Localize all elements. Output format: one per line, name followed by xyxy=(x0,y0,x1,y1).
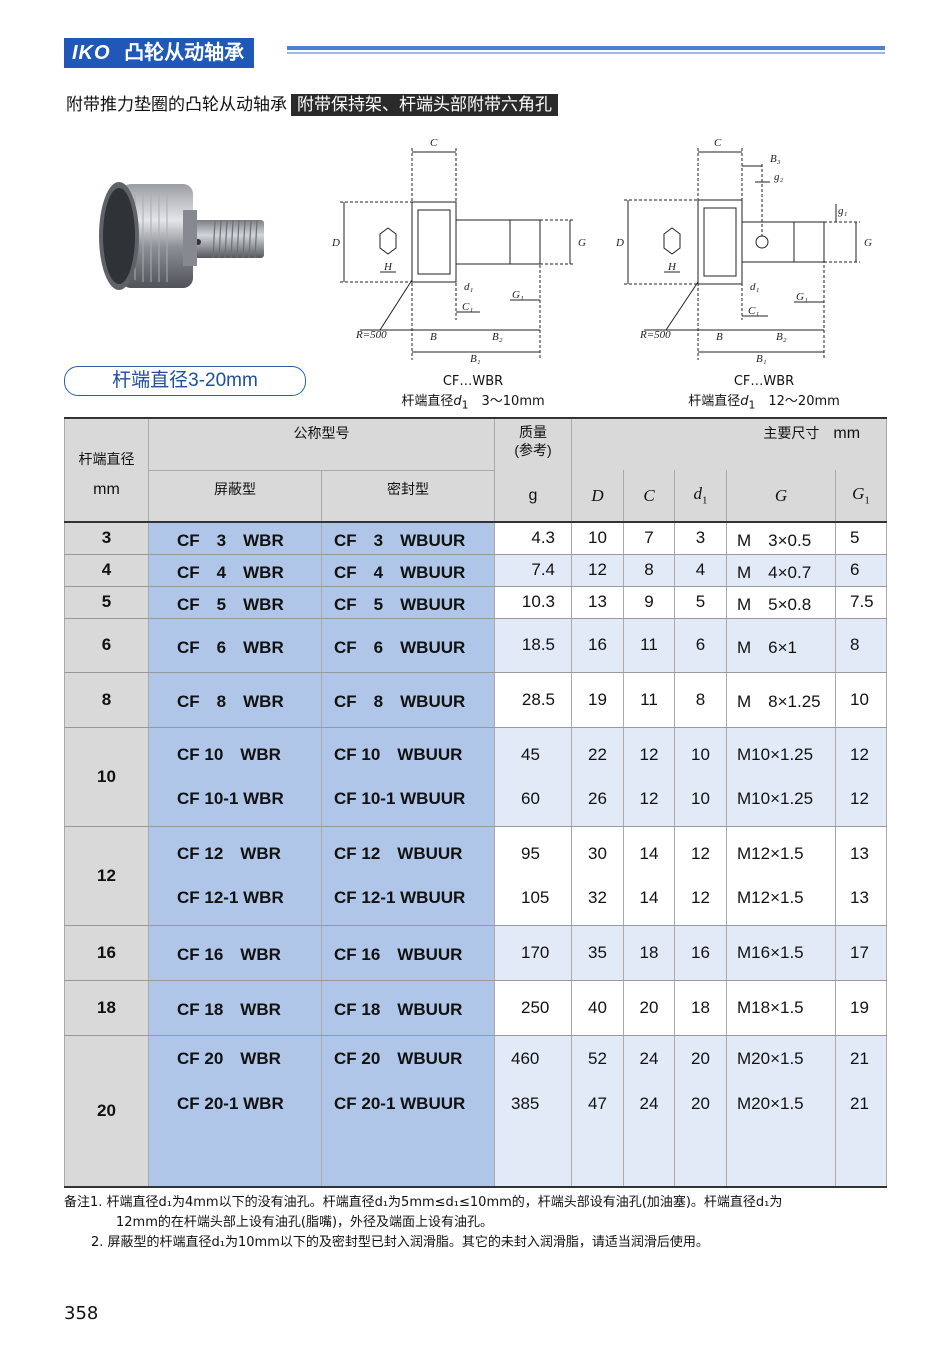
label-g1: G₁ xyxy=(512,289,524,301)
note-1: 备注1. 杆端直径d₁为4mm以下的没有油孔。杆端直径d₁为5mm≤d₁≤10m… xyxy=(64,1195,783,1210)
table-row: 5 CF 5 WBR CF 5 WBUUR 10.3 13 9 5 M 5×0.… xyxy=(64,586,888,619)
col-head-C: C xyxy=(623,470,675,523)
iko-logo: IKO xyxy=(72,42,111,64)
drawing-cf-wbr-small: C D H d₁ C₁ G₁ G R=500 B B₂ B₁ xyxy=(331,137,586,365)
caption-model: CF…WBR xyxy=(733,374,795,389)
col-head-dims: 主要尺寸 mm xyxy=(570,417,888,470)
col-head-G1: G1 xyxy=(834,470,888,523)
note-1-cont: 12mm的在杆端头部上设有油孔(脂嘴)，外径及端面上设有油孔。 xyxy=(116,1215,494,1230)
col-head-shield: 屏蔽型 xyxy=(148,469,322,523)
label-d1: d₁ xyxy=(750,281,760,293)
col-head-mass: 质量(参考) g xyxy=(494,417,572,523)
caption-range: 杆端直径d1 3～10mm xyxy=(401,394,545,412)
label-b2: B₂ xyxy=(776,331,787,343)
label-r: R=500 xyxy=(639,329,671,341)
label-r: R=500 xyxy=(355,329,387,341)
label-d: D xyxy=(331,237,340,249)
col-head-D: D xyxy=(571,470,624,523)
col-head-d1: d1 xyxy=(674,470,727,523)
label-c1: C₁ xyxy=(462,301,473,313)
table-row: 18 CF 18 WBR CF 18 WBUUR 250 40 20 18 M1… xyxy=(64,980,888,1036)
brand-banner: IKO 凸轮从动轴承 xyxy=(64,38,255,68)
caption-range: 杆端直径d1 12～20mm xyxy=(688,394,840,412)
label-g1: G₁ xyxy=(796,291,808,303)
label-g: G xyxy=(864,237,872,249)
subtitle-main: 附带推力垫圈的凸轮从动轴承 xyxy=(66,95,287,115)
header-rule xyxy=(287,46,885,50)
label-h: H xyxy=(383,261,393,273)
label-g: G xyxy=(578,237,586,249)
col-head-G: G xyxy=(726,470,836,523)
label-gsmall1: g₁ xyxy=(838,205,848,217)
label-b1: B₁ xyxy=(470,353,481,365)
section-subtitle: 附带推力垫圈的凸轮从动轴承附带保持架、杆端头部附带六角孔 xyxy=(66,90,558,116)
table-row: 8 CF 8 WBR CF 8 WBUUR 28.5 19 11 8 M 8×1… xyxy=(64,672,888,728)
label-b3: B₃ xyxy=(770,153,781,165)
col-head-dia: 杆端直径 mm xyxy=(64,417,149,523)
range-label: 杆端直径3-20mm xyxy=(64,366,306,396)
table-row: 4 CF 4 WBR CF 4 WBUUR 7.4 12 8 4 M 4×0.7… xyxy=(64,554,888,587)
product-photo xyxy=(99,182,264,290)
label-c: C xyxy=(430,137,438,149)
caption-model: CF…WBR xyxy=(442,374,504,389)
col-head-seal: 密封型 xyxy=(321,469,495,523)
spec-table: 杆端直径 mm 公称型号 质量(参考) g 主要尺寸 mm 屏蔽型 密封型 D … xyxy=(64,417,888,1188)
header-rule-thin xyxy=(287,52,885,54)
label-c: C xyxy=(714,137,722,149)
label-b2: B₂ xyxy=(492,331,503,343)
label-c1: C₁ xyxy=(748,305,759,317)
table-row: 16 CF 16 WBR CF 16 WBUUR 170 35 18 16 M1… xyxy=(64,925,888,981)
table-row: 6 CF 6 WBR CF 6 WBUUR 18.5 16 11 6 M 6×1… xyxy=(64,618,888,673)
label-d1: d₁ xyxy=(464,281,474,293)
label-d: D xyxy=(615,237,624,249)
drawing-cf-wbr-large: C B₃ g₂ g₁ D H d₁ C₁ G₁ G R=500 B B₂ B₁ xyxy=(615,137,872,365)
subtitle-highlight: 附带保持架、杆端头部附带六角孔 xyxy=(291,94,558,116)
header-title: 凸轮从动轴承 xyxy=(124,42,245,64)
label-b: B xyxy=(716,331,723,343)
caption-diagram-1: CF…WBR 杆端直径d1 3～10mm xyxy=(388,372,558,416)
label-b1: B₁ xyxy=(756,353,767,365)
col-head-nominal: 公称型号 xyxy=(148,417,495,470)
label-b: B xyxy=(430,331,437,343)
table-row: 3 CF 3 WBR CF 3 WBUUR 4.3 10 7 3 M 3×0.5… xyxy=(64,522,888,555)
caption-diagram-2: CF…WBR 杆端直径d1 12～20mm xyxy=(676,372,852,416)
note-2: 2. 屏蔽型的杆端直径d₁为10mm以下的及密封型已封入润滑脂。其它的未封入润滑… xyxy=(91,1235,709,1250)
label-g2: g₂ xyxy=(774,171,784,183)
footnotes: 备注1. 杆端直径d₁为4mm以下的没有油孔。杆端直径d₁为5mm≤d₁≤10m… xyxy=(64,1193,894,1253)
page-number: 358 xyxy=(64,1303,99,1324)
label-h: H xyxy=(667,261,677,273)
